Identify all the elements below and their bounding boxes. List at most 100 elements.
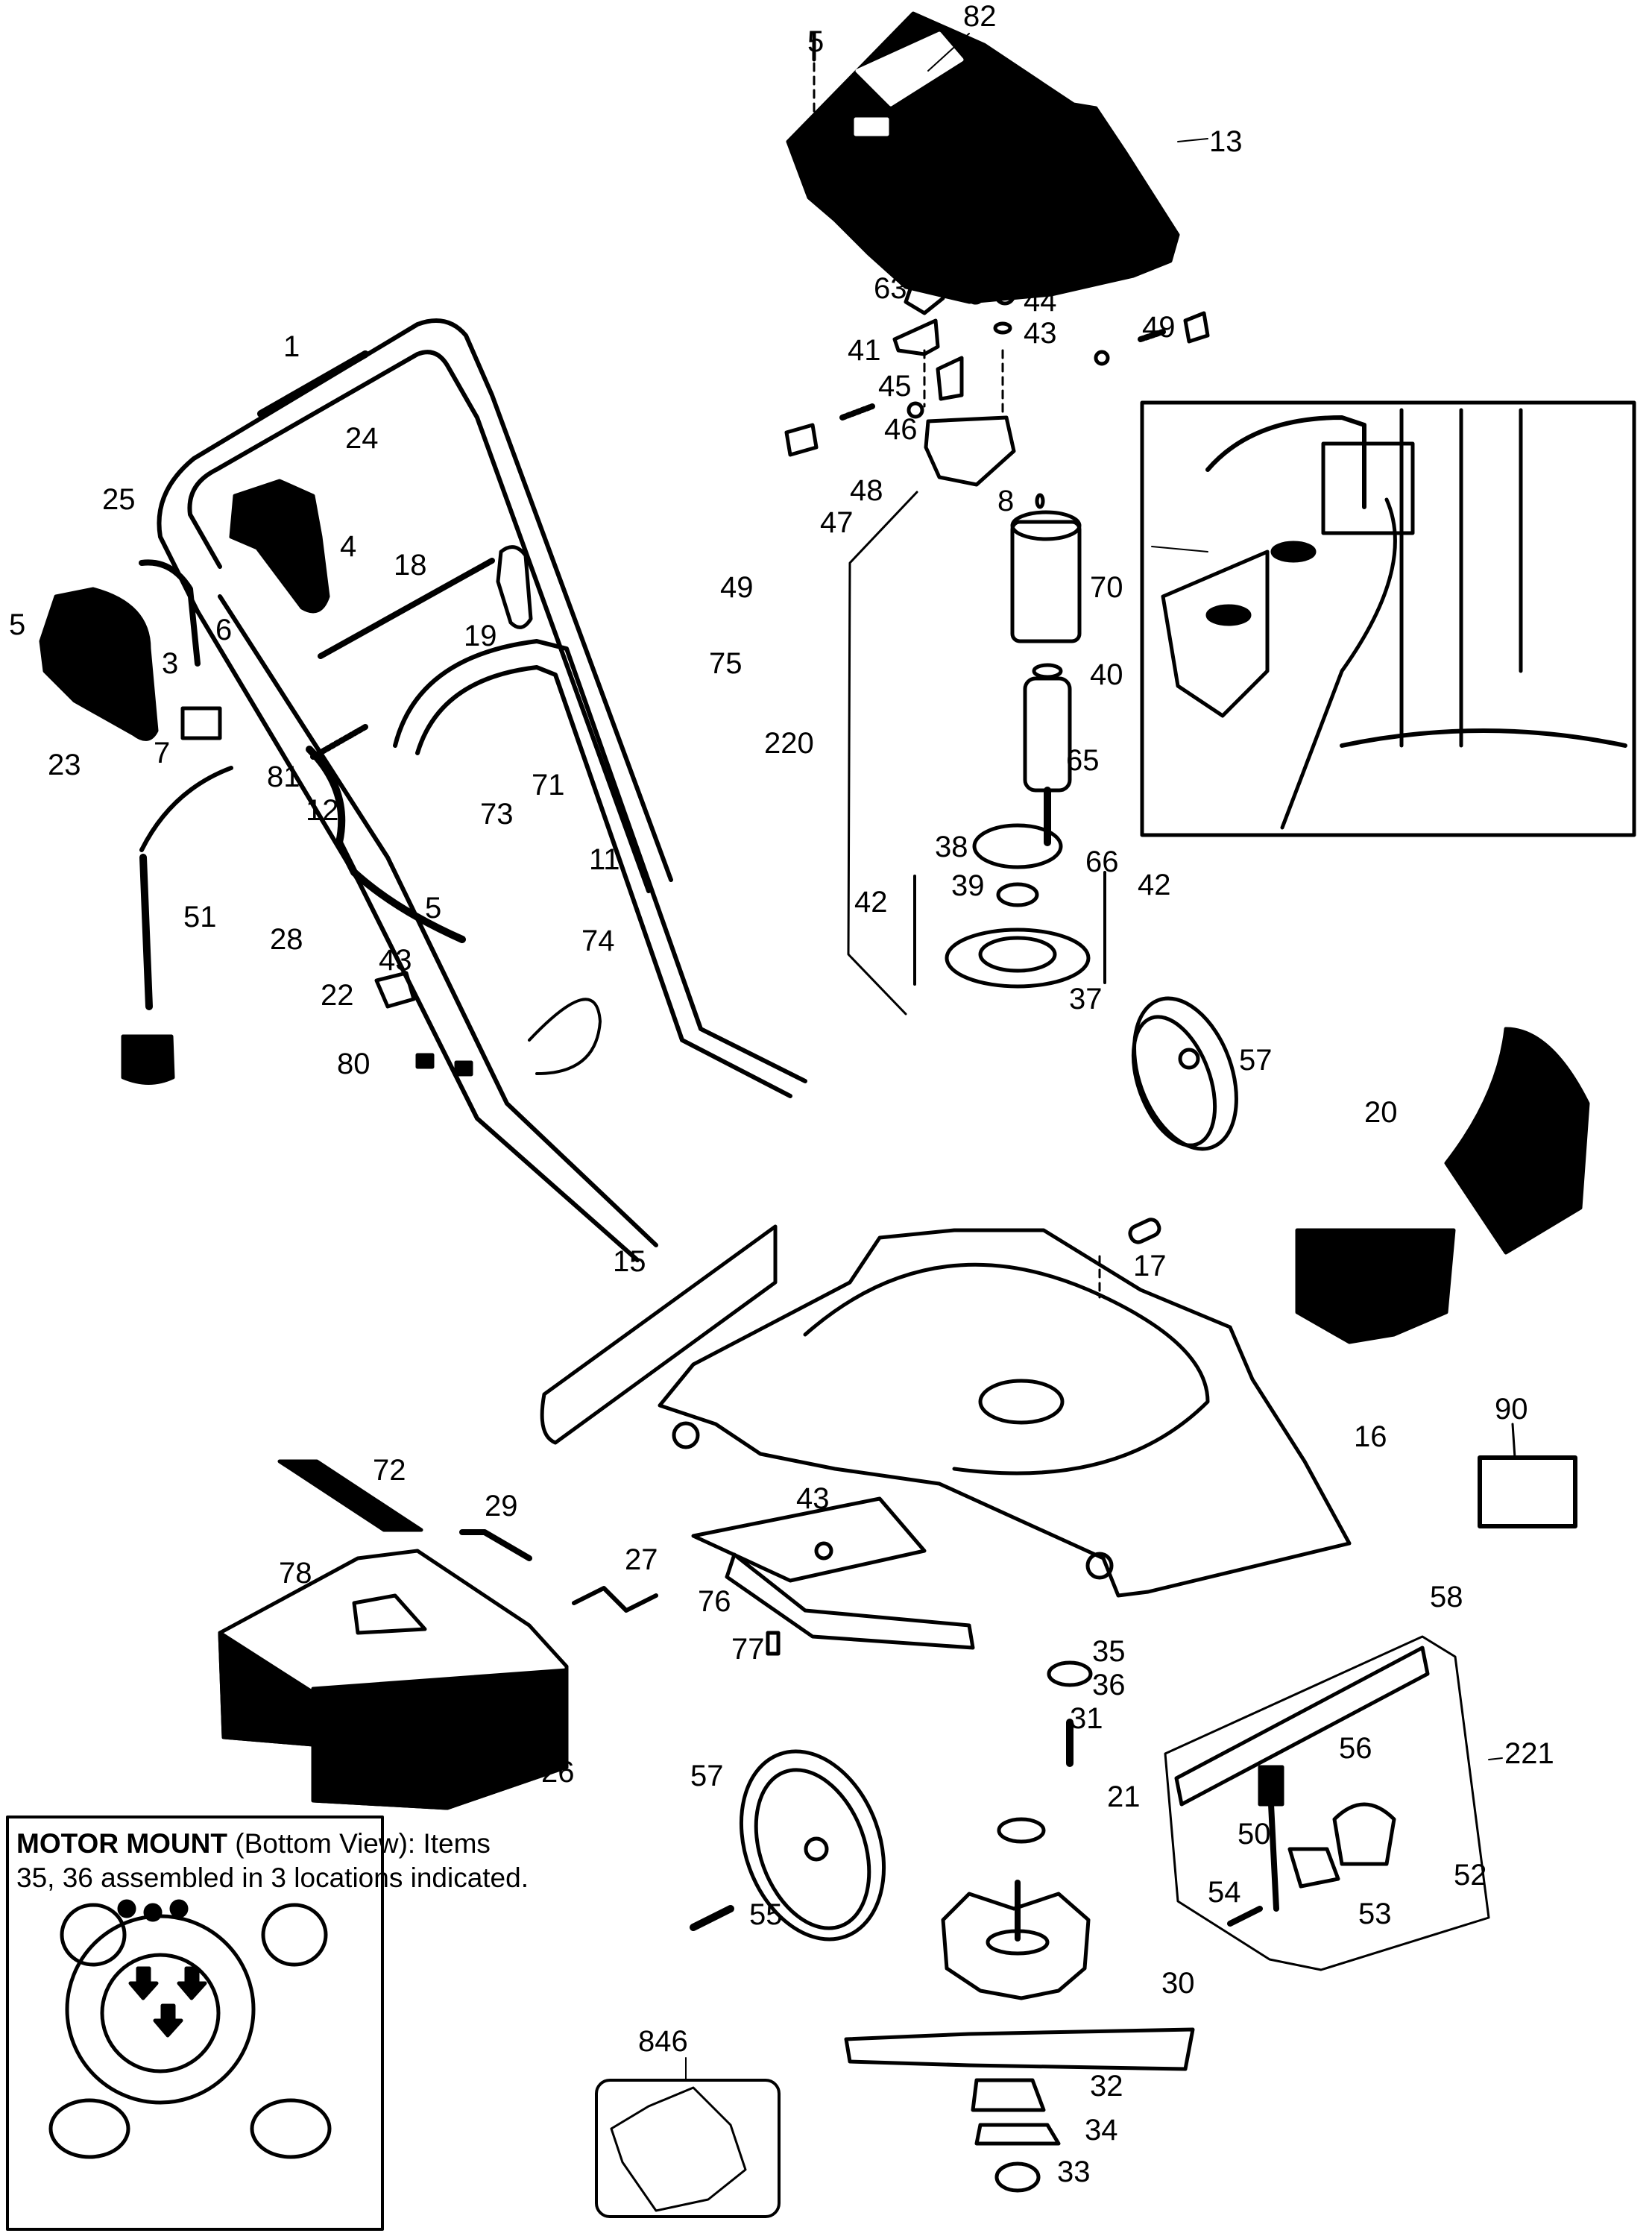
motor-mount-note-line2: 35, 36 assembled in 3 locations indicate… <box>16 1862 529 1893</box>
end-bell-part <box>945 928 1091 989</box>
callout-32: 32 <box>1090 2070 1123 2103</box>
inset-detail <box>1140 400 1636 837</box>
callout-80: 80 <box>337 1048 371 1080</box>
callout-58: 58 <box>1430 1581 1463 1613</box>
callout-43: 43 <box>796 1482 830 1515</box>
callout-63: 63 <box>874 272 907 305</box>
callout-78: 78 <box>279 1557 312 1590</box>
switch-lever-part <box>229 479 330 614</box>
deck-part <box>658 1228 1352 1598</box>
callout-55: 55 <box>749 1898 783 1931</box>
axle-bracket-part <box>725 1552 975 1650</box>
discharge-chute-part <box>1295 1228 1456 1344</box>
callout-53: 53 <box>1358 1898 1392 1930</box>
callout-5: 5 <box>807 25 825 58</box>
callout-1: 1 <box>283 330 300 363</box>
fan-baffle-part <box>972 823 1063 869</box>
wheel-part <box>739 1749 886 1942</box>
bolt-part <box>310 724 368 760</box>
callout-24: 24 <box>345 422 379 455</box>
bolt-part <box>766 1631 781 1656</box>
callout-43: 43 <box>1024 317 1057 350</box>
callout-39: 39 <box>951 869 985 902</box>
callout-846: 846 <box>638 2025 688 2058</box>
callout-3: 3 <box>162 647 179 680</box>
upper-handle-part <box>157 318 673 893</box>
callout-49: 49 <box>720 571 754 604</box>
callout-26: 26 <box>541 1756 575 1789</box>
motor-assembly-bracket <box>847 491 918 1015</box>
wire-clip-part <box>528 998 602 1075</box>
callout-57: 57 <box>690 1760 724 1792</box>
brush-assembly-part <box>784 281 1210 509</box>
callout-77: 77 <box>731 1633 765 1666</box>
callout-41: 41 <box>848 334 881 367</box>
height-adjuster-part <box>1164 1635 1490 1971</box>
callout-12: 12 <box>306 794 339 827</box>
callout-40: 40 <box>1090 658 1123 691</box>
callout-75: 75 <box>709 647 743 680</box>
callout-65: 65 <box>1066 744 1100 777</box>
callout-16: 16 <box>1354 1420 1387 1453</box>
callout-72: 72 <box>373 1454 406 1487</box>
callout-50: 50 <box>1238 1818 1271 1851</box>
blade-adapter-part <box>971 2078 1046 2112</box>
callout-74: 74 <box>581 925 615 957</box>
lower-handle-part <box>195 594 807 1262</box>
isolator-part <box>1047 1660 1093 1687</box>
hardware-bag-box <box>595 2079 781 2218</box>
callout-45: 45 <box>878 370 912 403</box>
blade-part <box>844 2027 1195 2071</box>
callout-36: 36 <box>1092 1669 1126 1701</box>
callout-46: 46 <box>884 413 918 446</box>
item-90-box <box>1478 1455 1577 1528</box>
switch-housing-part <box>39 587 159 741</box>
cord-clamp-part <box>374 971 416 1009</box>
callout-54: 54 <box>1208 1876 1241 1909</box>
front-baffle-part <box>540 1224 778 1445</box>
callout-47: 47 <box>820 506 854 539</box>
callout-73: 73 <box>480 798 514 831</box>
callout-31: 31 <box>1070 1702 1103 1735</box>
link-part <box>139 559 201 667</box>
callout-27: 27 <box>625 1543 658 1576</box>
cord-hook-part <box>496 545 533 629</box>
bearing-part <box>996 882 1039 907</box>
callout-7: 7 <box>154 737 171 769</box>
callout-5: 5 <box>968 278 985 311</box>
nut-part <box>994 2161 1041 2193</box>
callout-57: 57 <box>1239 1044 1273 1077</box>
wheel-part <box>1131 996 1238 1151</box>
callout-51: 51 <box>183 901 217 933</box>
cord-set-part <box>121 766 233 1085</box>
callout-18: 18 <box>394 549 427 582</box>
callout-70: 70 <box>1090 571 1123 604</box>
callout-82: 82 <box>963 0 997 33</box>
callout-49: 49 <box>1142 311 1176 344</box>
callout-23: 23 <box>48 749 81 781</box>
callout-6: 6 <box>215 614 233 646</box>
callout-42: 42 <box>854 886 888 919</box>
callout-76: 76 <box>698 1585 731 1618</box>
callout-5: 5 <box>425 892 442 925</box>
callout-35: 35 <box>1092 1635 1126 1668</box>
callout-220: 220 <box>764 727 814 760</box>
callout-5: 5 <box>9 608 26 641</box>
callout-90: 90 <box>1495 1393 1528 1426</box>
callout-25: 25 <box>102 483 136 516</box>
callout-20: 20 <box>1364 1096 1398 1129</box>
motor-mount-note-line1: MOTOR MOUNT (Bottom View): Items <box>16 1828 491 1859</box>
callout-66: 66 <box>1085 845 1119 878</box>
pin-part <box>1128 1218 1161 1244</box>
hinge-rod-part <box>459 1529 532 1561</box>
callout-30: 30 <box>1161 1967 1195 2000</box>
callout-33: 33 <box>1057 2155 1091 2188</box>
rod-part <box>318 558 495 659</box>
spacer-part <box>997 1817 1046 1844</box>
callout-71: 71 <box>532 769 565 802</box>
callout-221: 221 <box>1504 1737 1554 1770</box>
callout-44: 44 <box>1024 285 1057 318</box>
callout-4: 4 <box>340 530 357 563</box>
callout-11: 11 <box>589 843 620 876</box>
